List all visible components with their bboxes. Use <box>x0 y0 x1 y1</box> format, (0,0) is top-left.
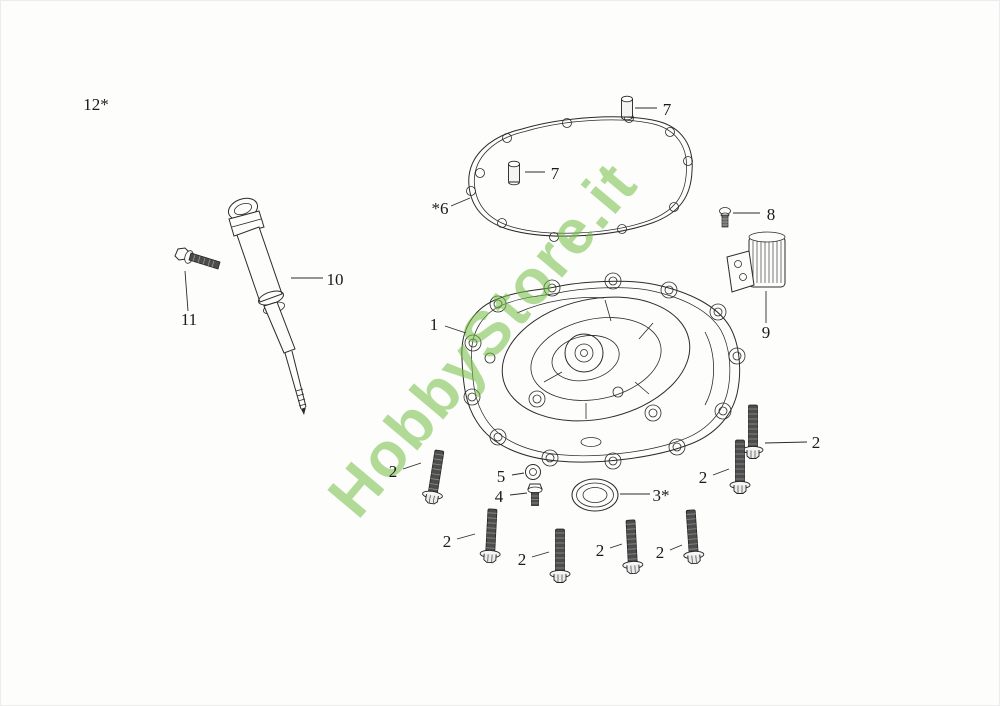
dipstick-part10 <box>227 197 307 415</box>
drain-bolt-part4 <box>527 483 543 506</box>
flange-bolt-bottom-2 <box>549 528 571 583</box>
label-part2-bottom-1: 2 <box>443 532 452 551</box>
label-part12: 12* <box>83 95 109 114</box>
finned-unit-part9 <box>726 231 786 293</box>
flange-bolt-bottom-3 <box>620 519 644 575</box>
label-part10: 10 <box>327 270 344 289</box>
label-part2-bottom-3: 2 <box>596 541 605 560</box>
flange-bolt-bottom-4 <box>680 508 705 565</box>
part-labels: 12* 7 7 *6 8 9 10 11 1 5 4 3* 2 2 2 2 2 … <box>83 95 820 569</box>
gasket-bolt-holes <box>466 113 693 242</box>
cover-ribs <box>543 299 654 419</box>
label-part2-bottom-2: 2 <box>518 550 527 569</box>
label-part7-top: 7 <box>663 100 672 119</box>
label-part7-left: 7 <box>551 164 560 183</box>
oil-seal-part3 <box>571 478 619 512</box>
label-part9: 9 <box>762 323 771 342</box>
flange-bolt-right-top <box>742 404 764 459</box>
label-part5: 5 <box>497 467 506 486</box>
dowel-pin-top <box>621 95 633 121</box>
label-part4: 4 <box>495 487 504 506</box>
leader-lines <box>184 107 808 558</box>
hex-bolt-part11 <box>174 247 221 270</box>
label-part2-left: 2 <box>389 462 398 481</box>
crankcase-cover-part1 <box>461 272 746 470</box>
label-part2-right-top: 2 <box>812 433 821 452</box>
cover-bolt-bosses <box>463 272 746 470</box>
washer-part5 <box>525 464 541 480</box>
label-part6: *6 <box>432 199 449 218</box>
cover-center-boss <box>501 296 691 422</box>
gasket-part <box>466 113 693 242</box>
label-part1: 1 <box>430 315 439 334</box>
label-part2-bottom-4: 2 <box>656 543 665 562</box>
label-part11: 11 <box>181 310 197 329</box>
watermark-text: HobbyStore.it <box>315 149 651 530</box>
label-part2-right-mid: 2 <box>699 468 708 487</box>
label-part3: 3* <box>653 486 670 505</box>
screw-part8 <box>719 207 731 228</box>
dowel-pin-left <box>508 160 520 186</box>
label-part8: 8 <box>767 205 776 224</box>
flange-bolt-bottom-1 <box>479 508 503 564</box>
